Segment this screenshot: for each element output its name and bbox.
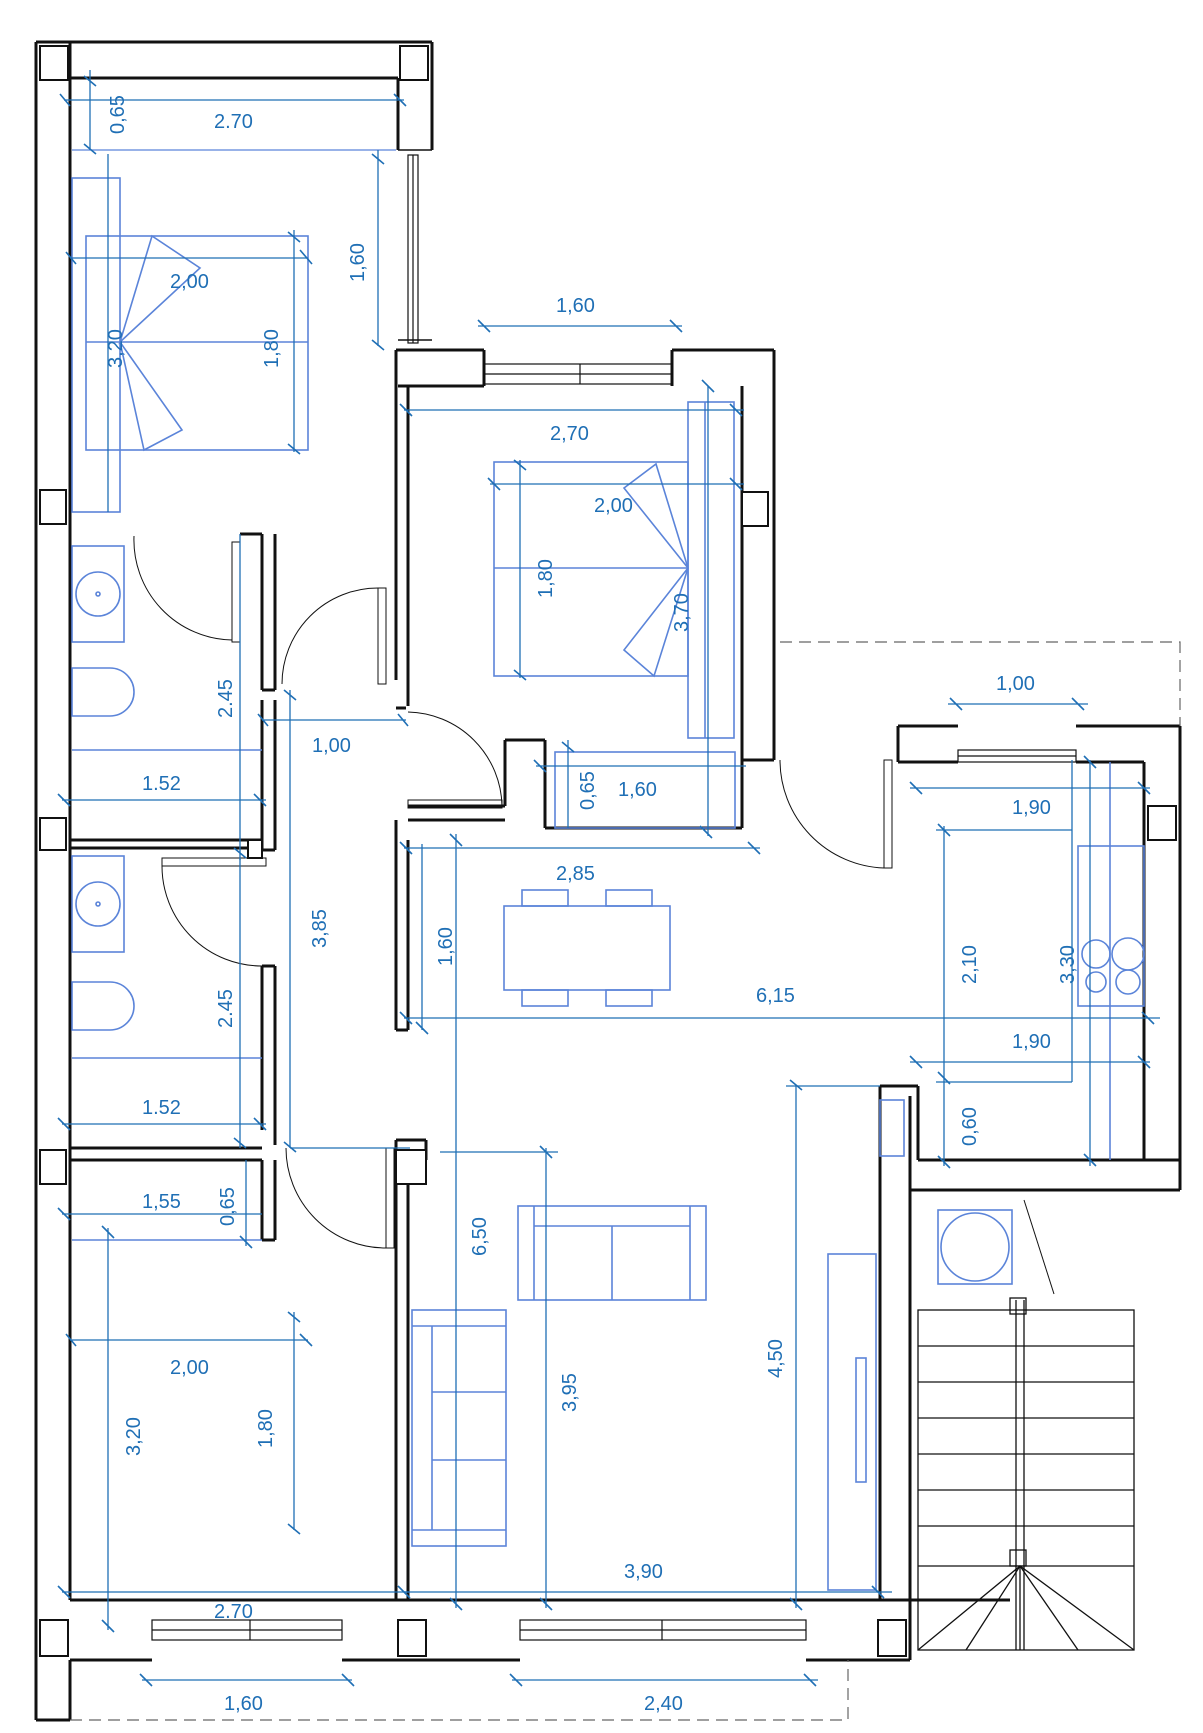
- label-bath1-length: 2.45: [215, 679, 237, 718]
- label-bed2-bed-length: 2,00: [594, 495, 633, 517]
- label-bed2-closet-width: 1,60: [618, 779, 657, 801]
- label-living-sofa: 3,95: [559, 1373, 581, 1412]
- label-bed1-window: 1,60: [347, 243, 369, 282]
- label-closet-depth: 0,65: [217, 1187, 239, 1226]
- label-bed1-top: 0,65: [107, 95, 129, 134]
- label-bed3-bed-length: 2,00: [170, 1357, 209, 1379]
- bed: [85, 235, 309, 451]
- windows: [72, 149, 1077, 1641]
- label-bed2-length: 3,70: [671, 593, 693, 632]
- dimension-labels: 0,65 2.70 1,60 2,00 3,20 1,80 2.45 1,00 …: [105, 95, 1079, 1715]
- label-living-length: 6,50: [469, 1217, 491, 1256]
- structural-piers: [39, 45, 1177, 1657]
- label-bed2-width: 2,70: [550, 423, 589, 445]
- label-bed1-width: 2.70: [214, 111, 253, 133]
- walls: [34, 40, 1182, 1722]
- label-bed3-bed-width: 1,80: [255, 1409, 277, 1448]
- label-dining-depth: 1,60: [435, 927, 457, 966]
- label-living-total: 6,15: [756, 985, 795, 1007]
- label-kitchen-gap: 0,60: [959, 1107, 981, 1146]
- label-living-window: 2,40: [644, 1693, 683, 1715]
- label-bed1-length: 3,20: [105, 329, 127, 368]
- label-kitchen-top: 1,90: [1012, 797, 1051, 819]
- label-hall-width: 1,00: [312, 735, 351, 757]
- label-bed2-bed-width: 1,80: [535, 559, 557, 598]
- stairs: [917, 1297, 1135, 1651]
- label-bed1-bed-width: 1,80: [261, 329, 283, 368]
- label-kitchen-window: 1,00: [996, 673, 1035, 695]
- label-bed3-width: 2.70: [214, 1601, 253, 1623]
- label-living-wall: 4,50: [765, 1339, 787, 1378]
- label-kitchen-bottom: 1,90: [1012, 1031, 1051, 1053]
- label-bath1-width: 1.52: [142, 773, 181, 795]
- label-hall-length: 3,85: [309, 909, 331, 948]
- label-bath2-length: 2.45: [215, 989, 237, 1028]
- label-bath2-width: 1.52: [142, 1097, 181, 1119]
- label-bed1-bed-length: 2,00: [170, 271, 209, 293]
- door-symbol: [118, 234, 202, 345]
- label-bed2-window: 1,60: [556, 295, 595, 317]
- label-closet-width: 1,55: [142, 1191, 181, 1213]
- label-kitchen-total: 3,30: [1057, 945, 1079, 984]
- label-kitchen-length: 2,10: [959, 945, 981, 984]
- label-bed3-window: 1,60: [224, 1693, 263, 1715]
- dimension-lines: [57, 70, 1160, 1687]
- label-bed3-length: 3,20: [123, 1417, 145, 1456]
- door-swings: [133, 535, 1055, 1295]
- terrace-outline: [70, 641, 1181, 1721]
- furniture: [71, 177, 1145, 1591]
- label-bed2-closet-depth: 0,65: [577, 771, 599, 810]
- label-living-width: 3,90: [624, 1561, 663, 1583]
- label-dining-width: 2,85: [556, 863, 595, 885]
